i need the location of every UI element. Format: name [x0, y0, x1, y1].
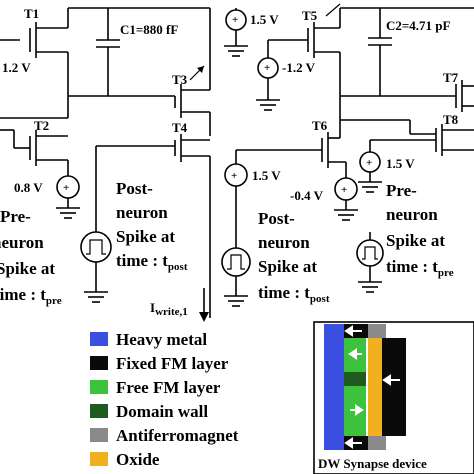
- legend-label-heavy-metal: Heavy metal: [116, 330, 207, 349]
- mid-post-line-2: neuron: [258, 233, 310, 252]
- write-current-sub: write,1: [155, 306, 188, 318]
- mid-post-line-1: Post-: [258, 209, 295, 228]
- t3-label: T3: [172, 72, 188, 87]
- t8-gate-voltage: 1.5 V: [386, 156, 415, 171]
- left-pre-spike-text: Pre- neuron Spike at time : tpre: [0, 207, 62, 307]
- right-pre-line-2: neuron: [386, 205, 438, 224]
- pulse-generator-mid: [221, 247, 251, 277]
- left-pre-line-4: time : tpre: [0, 285, 62, 307]
- center-sources: [224, 8, 308, 111]
- right-pre-sub: pre: [438, 267, 454, 279]
- right-pre-line-3: Spike at: [386, 231, 445, 250]
- right-pre-spike-text: Pre- neuron Spike at time : tpre: [386, 181, 454, 279]
- legend-swatch-domain-wall: [90, 404, 108, 418]
- mid-post-time: time : t: [258, 283, 310, 302]
- svg-text:+: +: [366, 157, 372, 169]
- left-post-line-4: time : tpost: [116, 251, 188, 273]
- t6-gate-voltage: 1.5 V: [252, 168, 281, 183]
- device-oxide: [368, 338, 382, 436]
- write-current-main: I: [150, 300, 155, 315]
- t2-label: T2: [34, 118, 49, 133]
- t6-label: T6: [312, 118, 328, 133]
- device-caption: DW Synapse device: [318, 456, 427, 471]
- write-current-label: Iwrite,1: [150, 300, 188, 318]
- mid-post-sub: post: [310, 293, 330, 305]
- t4-label: T4: [172, 120, 188, 135]
- svg-text:+: +: [63, 182, 69, 194]
- center-neg-voltage: -1.2 V: [282, 60, 316, 75]
- voltage-source-center-top: +: [225, 9, 247, 31]
- device-heavy-metal-layer: [324, 324, 344, 450]
- t6-neg-voltage: -0.4 V: [290, 188, 324, 203]
- t2-source-voltage: 0.8 V: [14, 180, 43, 195]
- center-top-voltage: 1.5 V: [250, 12, 279, 27]
- left-post-line-1: Post-: [116, 179, 153, 198]
- legend-label-oxide: Oxide: [116, 450, 160, 469]
- left-pre-line-1: Pre-: [0, 207, 31, 226]
- voltage-source-t6-gate: +: [224, 163, 248, 187]
- legend: Heavy metal Fixed FM layer Free FM layer…: [90, 330, 239, 469]
- left-post-line-3: Spike at: [116, 227, 175, 246]
- device-afm-top: [368, 324, 386, 338]
- left-post-time: time : t: [116, 251, 168, 270]
- voltage-source-t6-neg: +: [334, 177, 358, 201]
- left-post-line-2: neuron: [116, 203, 168, 222]
- legend-label-antiferromagnet: Antiferromagnet: [116, 426, 239, 445]
- svg-text:+: +: [231, 170, 237, 182]
- left-pre-sub: pre: [46, 295, 62, 307]
- device-fixed-pillar: [382, 338, 406, 436]
- left-circuit-wires: [0, 7, 211, 322]
- right-pre-line-1: Pre-: [386, 181, 417, 200]
- legend-swatch-antiferromagnet: [90, 428, 108, 442]
- t7-label: T7: [443, 70, 459, 85]
- right-circuit-wires: [224, 3, 474, 307]
- left-pre-time: time : t: [0, 285, 46, 304]
- voltage-source-t2: +: [56, 175, 80, 199]
- dw-synapse-device: DW Synapse device: [313, 321, 474, 474]
- svg-text:+: +: [232, 14, 238, 26]
- t1-label: T1: [24, 6, 39, 21]
- mid-post-spike-text: Post- neuron Spike at time : tpost: [258, 209, 330, 305]
- left-pre-line-2: neuron: [0, 233, 44, 252]
- mid-post-line-4: time : tpost: [258, 283, 330, 305]
- legend-label-free-fm: Free FM layer: [116, 378, 221, 397]
- legend-swatch-fixed-fm: [90, 356, 108, 370]
- device-domain-wall: [344, 372, 366, 386]
- legend-swatch-heavy-metal: [90, 332, 108, 346]
- c1-label: C1=880 fF: [120, 22, 178, 37]
- legend-swatch-oxide: [90, 452, 108, 466]
- left-post-sub: post: [168, 261, 188, 273]
- voltage-source-t8-gate: +: [359, 151, 381, 173]
- pulse-generator-right: [356, 239, 384, 267]
- t8-label: T8: [443, 112, 459, 127]
- pulse-generator-left: [80, 231, 112, 263]
- right-pre-line-4: time : tpre: [386, 257, 454, 279]
- legend-label-domain-wall: Domain wall: [116, 402, 208, 421]
- mid-post-line-3: Spike at: [258, 257, 317, 276]
- legend-label-fixed-fm: Fixed FM layer: [116, 354, 229, 373]
- left-pre-line-3: Spike at: [0, 259, 55, 278]
- device-afm-bottom: [368, 436, 386, 450]
- svg-text:+: +: [341, 184, 347, 196]
- t1-gate-voltage: 1.2 V: [2, 60, 31, 75]
- svg-text:+: +: [264, 62, 270, 74]
- legend-swatch-free-fm: [90, 380, 108, 394]
- voltage-source-center-neg: +: [257, 57, 279, 79]
- c2-label: C2=4.71 pF: [386, 18, 451, 33]
- left-post-spike-text: Post- neuron Spike at time : tpost: [116, 179, 188, 273]
- t5-label: T5: [302, 8, 318, 23]
- right-pre-time: time : t: [386, 257, 438, 276]
